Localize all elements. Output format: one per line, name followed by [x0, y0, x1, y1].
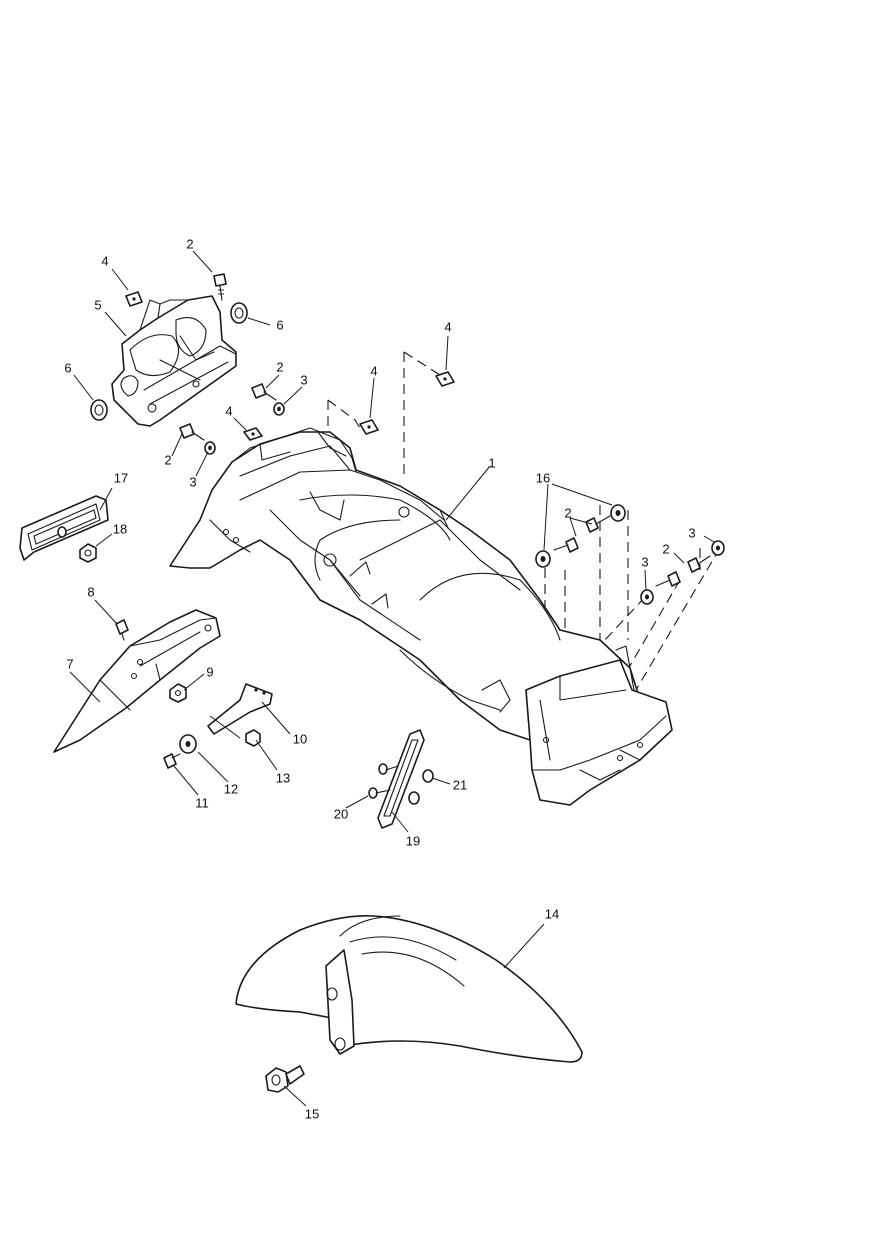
- callout-16: 16: [536, 470, 550, 485]
- callout-3: 3: [688, 525, 695, 540]
- clip-nut-part-4-a: [243, 427, 263, 441]
- callout-20: 20: [334, 806, 348, 821]
- callout-4: 4: [225, 403, 232, 418]
- nut-part-9: [169, 683, 187, 703]
- callout-18: 18: [113, 521, 127, 536]
- screw-part-2-right-d: [655, 571, 681, 587]
- washer-part-21: [408, 769, 434, 805]
- callout-4: 4: [444, 319, 451, 334]
- screw-part-2-mid-left: [179, 423, 205, 441]
- callout-13: 13: [276, 770, 290, 785]
- clip-nut-part-4-upper: [125, 291, 143, 307]
- callout-3: 3: [189, 474, 196, 489]
- callout-6: 6: [276, 317, 283, 332]
- washer-part-12: [179, 734, 197, 754]
- callout-1: 1: [488, 455, 495, 470]
- rear-mudguard-box: [525, 645, 673, 806]
- callout-4: 4: [370, 363, 377, 378]
- callout-14: 14: [545, 906, 559, 921]
- washer-part-3-mid-left: [204, 441, 216, 455]
- callout-5: 5: [94, 297, 101, 312]
- callout-9: 9: [206, 664, 213, 679]
- washer-part-3-mid-right: [273, 402, 285, 416]
- callout-15: 15: [305, 1106, 319, 1121]
- washer-part-3-right-a: [711, 540, 725, 556]
- screw-part-2-right-c: [687, 555, 711, 573]
- callout-2: 2: [276, 359, 283, 374]
- callout-21: 21: [453, 777, 467, 792]
- grommet-part-6-lower: [90, 399, 108, 421]
- screw-part-11: [163, 753, 181, 769]
- screw-part-2-right-b: [553, 537, 579, 553]
- washer-part-16-upper: [610, 504, 626, 522]
- reflector-part-17: [19, 495, 109, 561]
- bracket-part-10: [207, 683, 273, 735]
- callout-17: 17: [114, 470, 128, 485]
- callout-3: 3: [300, 372, 307, 387]
- screw-part-15: [265, 1065, 305, 1093]
- callout-10: 10: [293, 731, 307, 746]
- screw-part-2-upper: [213, 273, 227, 301]
- callout-labels: 1 2 2 2 2 2 3 3 3 3 4 4 4 4 5 6 6 7 8 9 …: [64, 236, 695, 1121]
- callout-6: 6: [64, 360, 71, 375]
- clip-nut-part-4-c: [435, 371, 455, 387]
- callout-12: 12: [224, 781, 238, 796]
- callout-2: 2: [186, 236, 193, 251]
- side-panel-part-7: [53, 609, 221, 753]
- callout-2: 2: [662, 541, 669, 556]
- callout-2: 2: [564, 505, 571, 520]
- washer-part-16-lower: [535, 550, 551, 568]
- callout-2: 2: [164, 452, 171, 467]
- nut-part-20: [368, 763, 399, 799]
- callout-11: 11: [195, 795, 209, 810]
- front-mudguard-part-14: [235, 914, 583, 1063]
- rear-mudguard-part-1: [169, 427, 641, 741]
- callout-3: 3: [641, 554, 648, 569]
- screw-part-2-right-a: [585, 515, 611, 533]
- leader-lines: [69, 250, 715, 1107]
- nut-part-13: [245, 729, 261, 747]
- callout-19: 19: [406, 833, 420, 848]
- light-bracket-part-5: [111, 295, 237, 427]
- screw-part-8: [115, 619, 129, 641]
- clip-nut-part-4-b: [359, 419, 379, 435]
- grommet-part-6-upper: [230, 302, 248, 324]
- nut-part-18: [79, 543, 97, 563]
- callout-8: 8: [87, 584, 94, 599]
- reflector-plate-part-19: [377, 729, 425, 829]
- callout-4: 4: [101, 253, 108, 268]
- callout-7: 7: [66, 656, 73, 671]
- screw-part-2-mid-right: [251, 383, 277, 401]
- washer-part-3-right-b: [640, 589, 654, 605]
